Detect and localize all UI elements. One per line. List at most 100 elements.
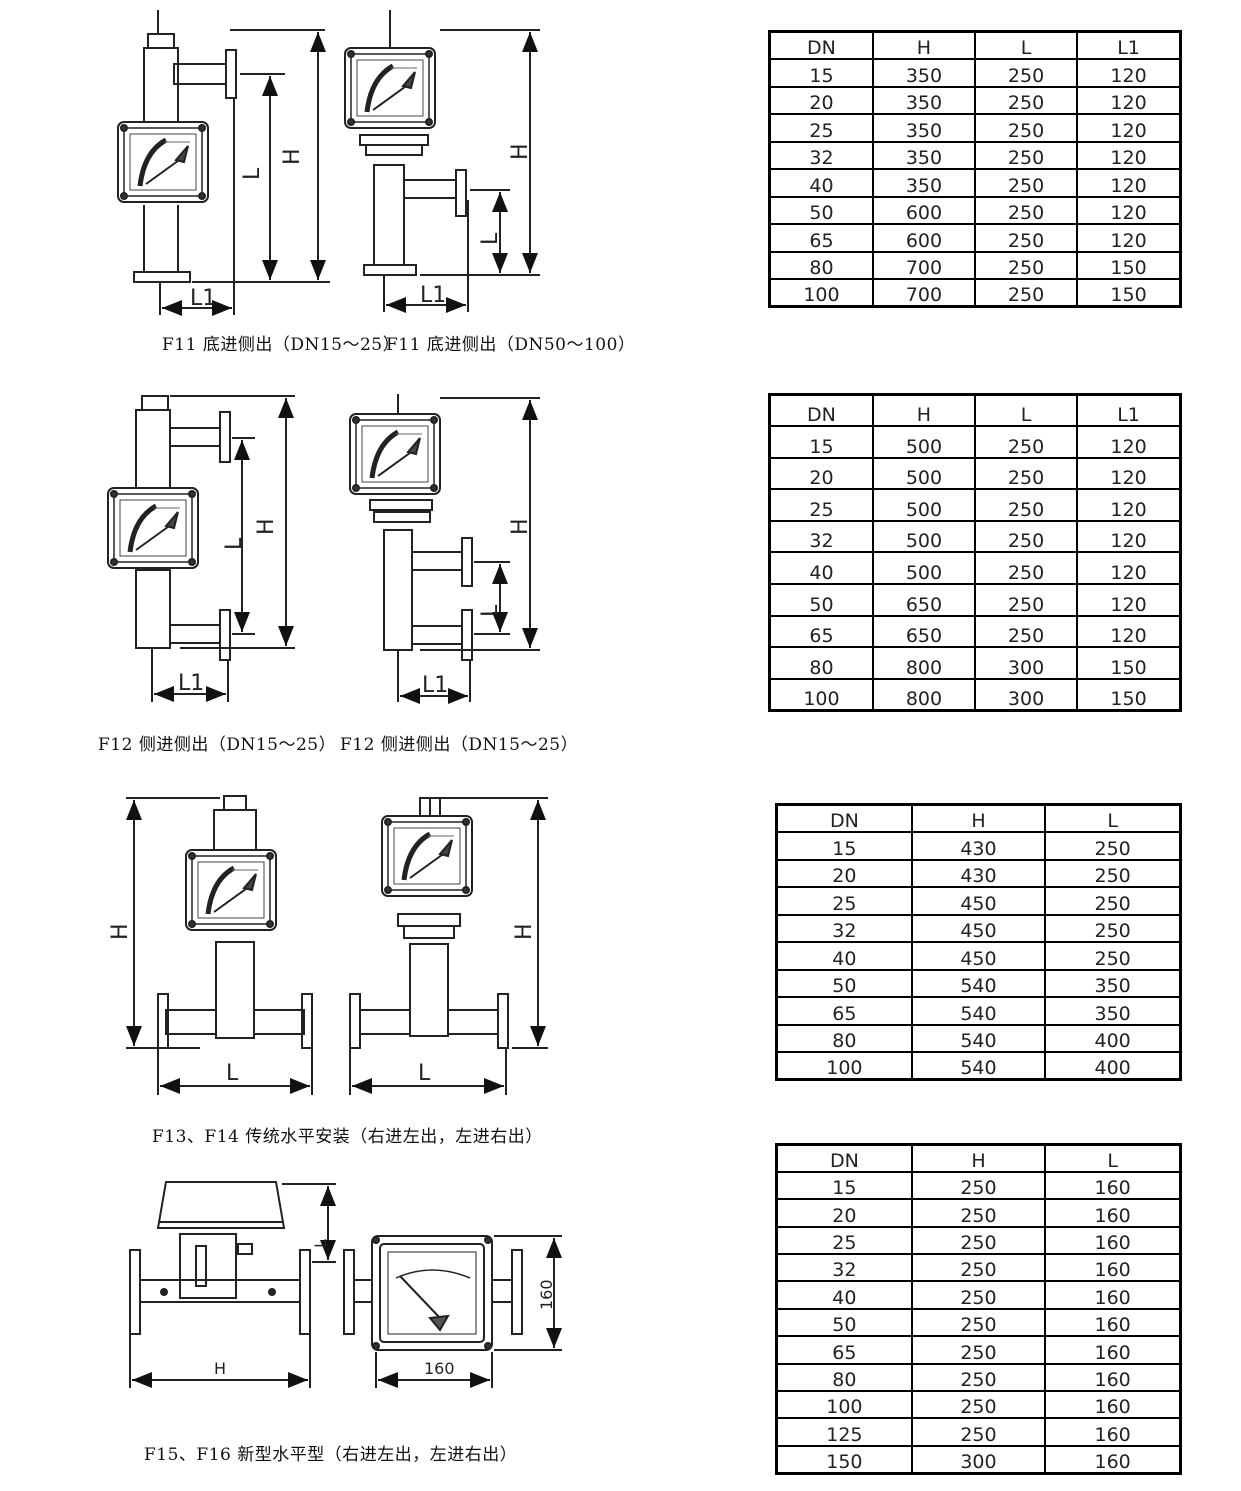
table-cell: 250 <box>973 583 1079 617</box>
table-cell: 80 <box>775 1023 913 1053</box>
table-cell: 160 <box>1044 1225 1182 1256</box>
table-cell: 100 <box>768 278 874 308</box>
table-cell: 500 <box>871 519 976 554</box>
table-cell: 32 <box>768 140 874 170</box>
table-cell: 160 <box>1044 1417 1182 1447</box>
dim-label-h: H <box>508 518 533 535</box>
table-cell: 500 <box>871 551 976 586</box>
table-cell: 250 <box>910 1390 1047 1420</box>
f14-drawing-right <box>349 797 548 1095</box>
dim-label-l: L <box>226 1061 239 1086</box>
table-cell: 540 <box>910 1023 1047 1053</box>
table-cell: 250 <box>910 1307 1047 1338</box>
table-cell: 250 <box>973 551 1079 586</box>
caption-f11-right: F11 底进侧出（DN50～100） <box>386 335 636 355</box>
table-cell: 250 <box>973 195 1079 225</box>
caption-f12-right: F12 侧进侧出（DN15～25） <box>340 735 579 755</box>
table-cell: 540 <box>910 1051 1047 1081</box>
table-header-cell: DN <box>775 803 913 833</box>
dim-label-l: L <box>240 167 265 180</box>
table-cell: 15 <box>775 1170 913 1201</box>
dim-label-l1: L1 <box>420 283 446 308</box>
dim-label-h: H <box>214 1359 226 1378</box>
table-cell: 25 <box>775 1225 913 1256</box>
f16-drawing-front <box>343 1235 562 1388</box>
table-cell: 65 <box>775 996 913 1026</box>
table-cell: 160 <box>1044 1390 1182 1420</box>
table-cell: 350 <box>1044 968 1182 998</box>
table-header-cell: DN <box>775 1143 913 1173</box>
f11-drawing-left <box>118 10 330 316</box>
caption-f15-f16: F15、F16 新型水平型（右进左出，左进右出） <box>144 1445 518 1465</box>
table-header-cell: L1 <box>1076 393 1182 428</box>
table-cell: 15 <box>768 58 874 88</box>
table-cell: 20 <box>775 858 913 888</box>
table-cell: 120 <box>1076 113 1182 143</box>
table-cell: 65 <box>768 223 874 253</box>
table-cell: 600 <box>871 223 976 253</box>
table-cell: 250 <box>910 1170 1047 1201</box>
table-cell: 500 <box>871 425 976 459</box>
table-cell: 430 <box>910 858 1047 888</box>
dim-label-h: H <box>512 923 537 940</box>
dim-label-l: L <box>418 1061 431 1086</box>
table-cell: 150 <box>1076 250 1182 280</box>
table-cell: 350 <box>871 140 976 170</box>
table-cell: 120 <box>1076 58 1182 88</box>
table-cell: 250 <box>910 1280 1047 1310</box>
table-cell: 250 <box>1044 858 1182 888</box>
table-cell: 160 <box>1044 1307 1182 1338</box>
table-cell: 250 <box>973 614 1079 649</box>
table-cell: 120 <box>1076 614 1182 649</box>
table-cell: 32 <box>775 1253 913 1283</box>
table-cell: 700 <box>871 250 976 280</box>
table-cell: 250 <box>910 1335 1047 1365</box>
table-cell: 300 <box>973 677 1079 712</box>
f13-drawing-left <box>126 795 313 1095</box>
dim-label-width: 160 <box>424 1359 455 1378</box>
table-cell: 250 <box>973 223 1079 253</box>
table-cell: 120 <box>1076 583 1182 617</box>
table-cell: 500 <box>871 488 976 522</box>
table-cell: 150 <box>1076 646 1182 680</box>
table-header-cell: H <box>910 1143 1047 1173</box>
dim-label-h: H <box>254 518 279 535</box>
table-cell: 150 <box>1076 677 1182 712</box>
table-cell: 350 <box>871 85 976 115</box>
table-cell: 350 <box>871 58 976 88</box>
dim-label-l: L <box>222 537 247 550</box>
table-header-cell: L <box>973 30 1079 60</box>
caption-f11-left: F11 底进侧出（DN15～25） <box>162 335 401 355</box>
table-cell: 160 <box>1044 1170 1182 1201</box>
table-cell: 150 <box>775 1444 913 1475</box>
table-cell: 540 <box>910 996 1047 1026</box>
table-cell: 250 <box>910 1225 1047 1256</box>
table-header-cell: L <box>1044 803 1182 833</box>
table-cell: 250 <box>973 113 1079 143</box>
table-cell: 160 <box>1044 1362 1182 1393</box>
table-cell: 250 <box>973 456 1079 491</box>
f12-drawing-left <box>108 395 295 702</box>
table-cell: 120 <box>1076 425 1182 459</box>
table-cell: 800 <box>871 646 976 680</box>
